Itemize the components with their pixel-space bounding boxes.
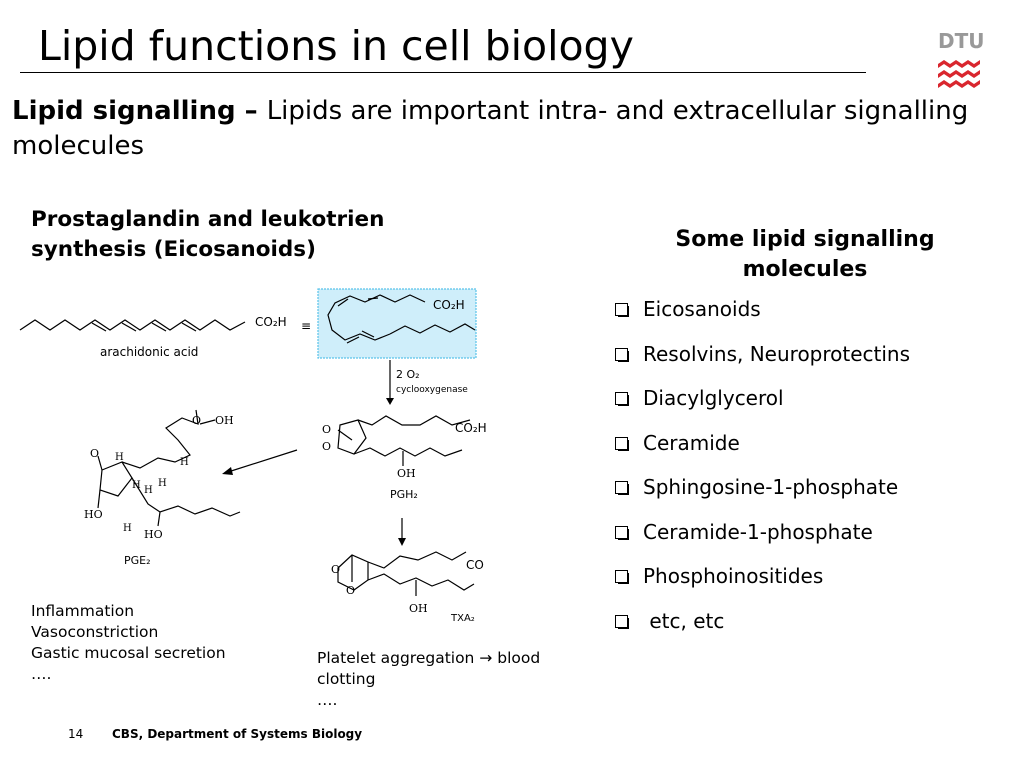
checkbox-bullet-icon xyxy=(615,614,629,629)
list-item: Ceramide-1-phosphate xyxy=(612,517,1012,562)
aa-co2h-label: CO₂H xyxy=(255,315,287,329)
svg-text:OH: OH xyxy=(409,602,428,615)
svg-text:O: O xyxy=(346,584,355,597)
o2-label: 2 O₂ xyxy=(396,368,420,381)
svg-text:H: H xyxy=(158,478,167,489)
intro-bold: Lipid signalling – xyxy=(12,96,267,126)
svg-text:O: O xyxy=(322,440,331,453)
checkbox-bullet-icon xyxy=(615,570,629,584)
svg-text:H: H xyxy=(115,452,124,463)
arachidonic-acid-chain xyxy=(19,319,246,331)
svg-text:H: H xyxy=(144,485,153,496)
list-item: Sphingosine-1-phosphate xyxy=(612,472,1012,517)
svg-text:H: H xyxy=(123,523,132,534)
svg-text:OH: OH xyxy=(397,467,416,480)
txa2-co-label: CO xyxy=(466,558,484,572)
title-underline xyxy=(20,72,866,73)
pgh2-label: PGH₂ xyxy=(390,488,418,501)
cyclooxygenase-label: cyclooxygenase xyxy=(396,385,468,395)
intro-rest: Lipids are important intra- and extracel… xyxy=(12,96,969,161)
dtu-logo-waves xyxy=(938,60,980,88)
txa2-label: TXA₂ xyxy=(450,613,475,624)
list-item: Phosphoinositides xyxy=(612,561,1012,606)
list-item: Resolvins, Neuroprotectins xyxy=(612,339,1012,384)
signalling-molecules-list: Eicosanoids Resolvins, Neuroprotectins D… xyxy=(612,294,1012,650)
svg-text:O: O xyxy=(192,414,201,427)
effect-item: …. xyxy=(317,691,338,709)
eicosanoid-heading: Prostaglandin and leukotrien synthesis (… xyxy=(31,207,385,262)
effect-item: Vasoconstriction xyxy=(31,623,159,641)
page-number: 14 xyxy=(68,727,84,741)
svg-text:O: O xyxy=(322,423,331,436)
eicosanoid-pathway-diagram: CO₂H arachidonic acid ≡ CO₂H 2 O₂ cycloo… xyxy=(19,288,487,624)
checkbox-bullet-icon xyxy=(615,303,629,317)
svg-text:H: H xyxy=(132,480,141,491)
pgh2-co2h-label: CO₂H xyxy=(455,421,487,435)
equivalent-sign: ≡ xyxy=(301,319,311,333)
folded-co2h-label: CO₂H xyxy=(433,298,465,312)
checkbox-bullet-icon xyxy=(615,436,629,451)
svg-text:HO: HO xyxy=(84,508,103,521)
checkbox-bullet-icon xyxy=(615,481,629,495)
dtu-logo-text: DTU xyxy=(938,29,985,53)
checkbox-bullet-icon xyxy=(615,392,629,406)
slide-title: Lipid functions in cell biology xyxy=(38,22,634,70)
svg-text:O: O xyxy=(331,563,340,576)
intro-text: Lipid signalling – Lipids are important … xyxy=(12,94,1022,164)
effect-item: Platelet aggregation → blood clotting xyxy=(317,649,541,688)
footer-department: CBS, Department of Systems Biology xyxy=(112,727,363,741)
pge2-label: PGE₂ xyxy=(124,554,151,567)
list-item: Ceramide xyxy=(612,428,1012,473)
checkbox-bullet-icon xyxy=(615,347,629,362)
svg-text:HO: HO xyxy=(144,528,163,541)
effect-item: Gastic mucosal secretion xyxy=(31,644,226,662)
signalling-molecules-heading: Some lipid signalling molecules xyxy=(675,227,935,282)
list-item: Eicosanoids xyxy=(612,294,1012,339)
pge2-effects: Inflammation Vasoconstriction Gastic muc… xyxy=(31,601,281,685)
effect-item: Inflammation xyxy=(31,602,135,620)
list-item: etc, etc xyxy=(612,606,1012,651)
svg-text:OH: OH xyxy=(215,414,234,427)
list-item: Diacylglycerol xyxy=(612,383,1012,428)
effect-item: …. xyxy=(31,665,52,683)
txa2-effects: Platelet aggregation → blood clotting …. xyxy=(317,648,597,711)
svg-text:H: H xyxy=(180,457,189,468)
checkbox-bullet-icon xyxy=(615,525,629,540)
svg-text:O: O xyxy=(90,447,99,460)
dtu-logo: DTU xyxy=(934,30,984,94)
arachidonic-acid-label: arachidonic acid xyxy=(100,345,198,359)
